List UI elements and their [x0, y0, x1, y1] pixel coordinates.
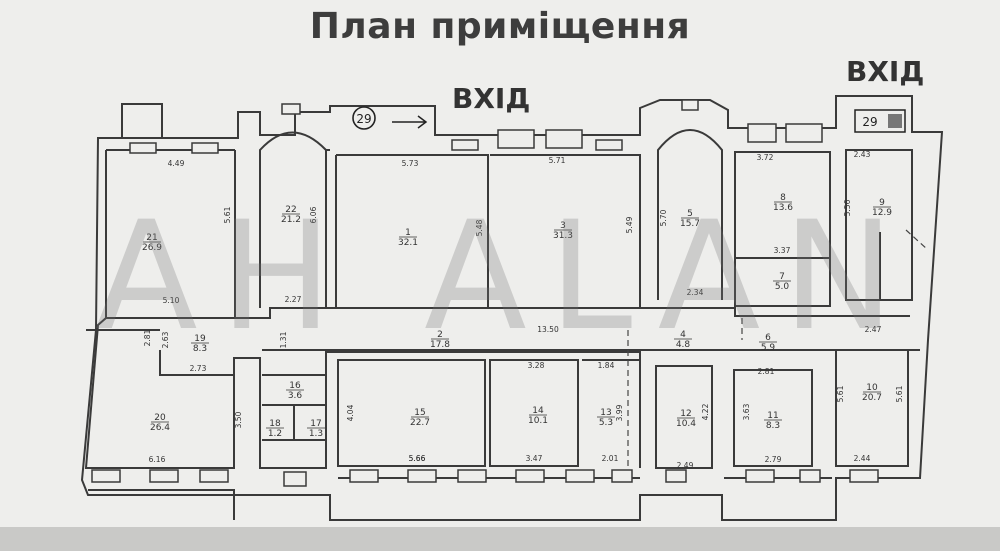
room-area: 10.4 [676, 419, 696, 429]
dimension-label: 3.47 [526, 454, 543, 463]
room-number: 13 [600, 408, 611, 418]
dimension-label: 2.01 [602, 454, 619, 463]
room-number: 7 [779, 272, 785, 282]
room-number: 17 [310, 419, 321, 429]
dimension-label: 6.16 [149, 455, 166, 464]
dimension-label: 2.79 [765, 455, 782, 464]
dimension-label: 2.44 [854, 454, 871, 463]
dimension-label: 5.56 [843, 199, 852, 216]
room-number: 10 [866, 383, 878, 393]
room-area: 15.7 [680, 219, 700, 229]
dimension-label: 3.99 [615, 404, 624, 421]
dimension-label: 1.84 [598, 361, 615, 370]
dimension-label: 5.61 [895, 385, 904, 402]
stair-marker-right-label: 29 [862, 115, 877, 129]
dimension-label: 5.66 [409, 454, 426, 463]
watermark: AH ALAN [95, 190, 917, 364]
dimension-label: 3.50 [234, 411, 243, 428]
room-area: 5.9 [761, 343, 776, 353]
room-area: 1.3 [309, 429, 323, 439]
dimension-label: 5.61 [836, 385, 845, 402]
room-number: 9 [879, 198, 885, 208]
room-area: 5.3 [599, 418, 613, 428]
room-area: 32.1 [398, 238, 418, 248]
room-number: 1 [405, 228, 411, 238]
room-area: 10.1 [528, 416, 548, 426]
dimension-label: 2.43 [854, 150, 871, 159]
room-area: 4.8 [676, 340, 691, 350]
room-number: 2 [437, 330, 443, 340]
room-area: 26.4 [150, 423, 170, 433]
dimension-label: 5.70 [659, 209, 668, 226]
dimension-label: 2.73 [190, 364, 207, 373]
stair-marker-right: 29 [854, 109, 906, 133]
dimension-label: 3.37 [774, 246, 791, 255]
room-area: 3.6 [288, 391, 303, 401]
dimension-label: 5.10 [163, 296, 180, 305]
room-number: 22 [285, 205, 296, 215]
photo-bottom-edge [0, 527, 1000, 551]
room-number: 14 [532, 406, 544, 416]
room-number: 20 [154, 413, 166, 423]
dimension-label: 5.61 [223, 206, 232, 223]
room-number: 12 [680, 409, 691, 419]
dimension-label: 2.81 [143, 329, 152, 346]
room-area: 20.7 [862, 393, 882, 403]
room-area: 31.3 [553, 231, 573, 241]
stair-marker-left-label: 29 [356, 112, 371, 126]
entrance-label-center: ВХІД [452, 82, 531, 115]
dimension-label: 2.81 [758, 367, 775, 376]
room-number: 6 [765, 333, 771, 343]
dimension-label: 5.48 [475, 219, 484, 236]
dimension-label: 4.04 [346, 404, 355, 421]
room-area: 12.9 [872, 208, 892, 218]
plan-title: План приміщення [309, 6, 691, 47]
dimension-label: 1.31 [279, 331, 288, 348]
room-area: 17.8 [430, 340, 450, 350]
room-area: 5.0 [775, 282, 790, 292]
dimension-label: 5.71 [549, 156, 566, 165]
room-number: 3 [560, 221, 566, 231]
dimension-label: 2.47 [865, 325, 882, 334]
room-area: 21.2 [281, 215, 301, 225]
dimension-label: 5.66 [409, 454, 426, 463]
room-area: 22.7 [410, 418, 430, 428]
room-number: 11 [767, 411, 778, 421]
dimension-label: 2.27 [285, 295, 302, 304]
dimension-label: 3.63 [742, 403, 751, 420]
room-area: 26.9 [142, 243, 162, 253]
room-number: 21 [146, 233, 157, 243]
room-number: 5 [687, 209, 693, 219]
dimension-label: 2.63 [161, 331, 170, 348]
dimension-label: 2.34 [687, 288, 704, 297]
room-area: 13.6 [773, 203, 793, 213]
room-number: 8 [780, 193, 786, 203]
dimension-label: 5.49 [625, 216, 634, 233]
dimension-label: 4.22 [701, 403, 710, 420]
dimension-label: 3.72 [757, 153, 774, 162]
stair-marker-left: 29 [352, 106, 428, 130]
dimension-label: 4.49 [168, 159, 185, 168]
room-area: 8.3 [193, 344, 207, 354]
room-area: 8.3 [766, 421, 780, 431]
room-number: 16 [289, 381, 301, 391]
entrance-label-right: ВХІД [846, 55, 925, 88]
room-number: 4 [680, 330, 686, 340]
dimension-label: 13.50 [537, 325, 559, 334]
dimension-label: 2.49 [677, 461, 694, 470]
room-area: 1.2 [268, 429, 282, 439]
dimension-labels: 4.49 5.61 6.06 5.73 5.48 5.71 5.49 5.70 5.66 3.72… [143, 150, 904, 470]
room-number: 18 [269, 419, 281, 429]
dimension-label: 5.73 [402, 159, 419, 168]
dimension-label: 6.06 [309, 206, 318, 223]
room-number: 15 [414, 408, 425, 418]
room-number: 19 [194, 334, 206, 344]
dimension-label: 3.28 [528, 361, 545, 370]
